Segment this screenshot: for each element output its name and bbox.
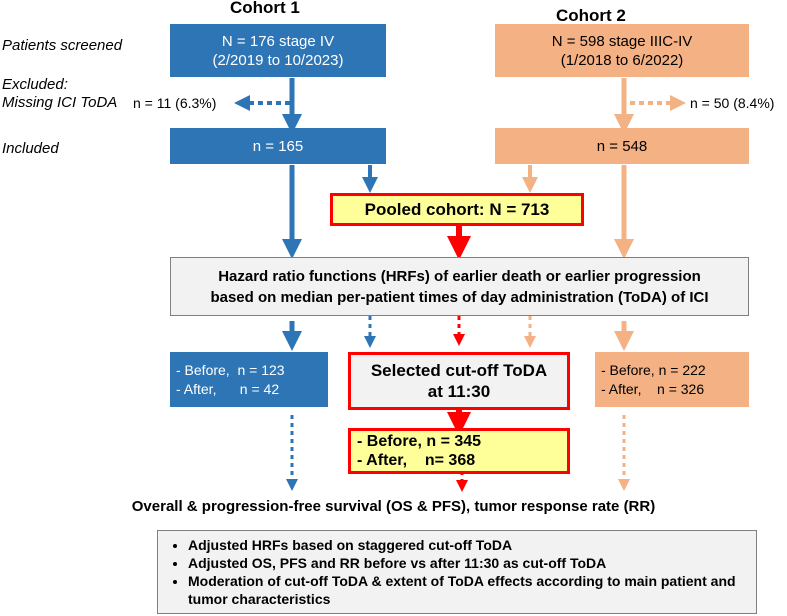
cohort2-after: - After, n = 326	[601, 380, 705, 397]
cutoff-line2: at 11:30	[427, 382, 491, 401]
hrf-box: Hazard ratio functions (HRFs) of earlier…	[170, 257, 749, 316]
cohort2-header: Cohort 2	[556, 6, 626, 25]
analyses-box: Adjusted HRFs based on staggered cut-off…	[157, 530, 757, 614]
cohort2-included-box: n = 548	[495, 128, 749, 164]
cohort1-included-box: n = 165	[170, 128, 386, 164]
included-label: Included	[2, 140, 59, 157]
cohort2-screened-line1: N = 598 stage IIIC-IV	[551, 32, 693, 50]
cohort1-included-count: n = 165	[252, 137, 304, 155]
cohort1-header: Cohort 1	[230, 0, 300, 17]
cohort2-screened-box: N = 598 stage IIIC-IV (1/2018 to 6/2022)	[495, 24, 749, 77]
hrf-line1: Hazard ratio functions (HRFs) of earlier…	[218, 267, 701, 285]
cohort1-excluded-count: n = 11 (6.3%)	[133, 95, 217, 111]
cohort1-before: - Before, n = 123	[176, 361, 285, 378]
cohort1-after: - After, n = 42	[176, 380, 280, 397]
cohort2-excluded-count: n = 50 (8.4%)	[690, 95, 775, 111]
pooled-split-box: - Before, n = 345 - After, n= 368	[348, 428, 570, 474]
cohort2-before: - Before, n = 222	[601, 361, 706, 378]
cutoff-box: Selected cut-off ToDA at 11:30	[348, 352, 570, 410]
analysis-item: Moderation of cut-off ToDA & extent of T…	[188, 572, 748, 608]
analyses-list: Adjusted HRFs based on staggered cut-off…	[166, 536, 748, 608]
analysis-item: Adjusted OS, PFS and RR before vs after …	[188, 554, 748, 572]
outcomes-text: Overall & progression-free survival (OS …	[131, 498, 656, 515]
hrf-line2: based on median per-patient times of day…	[210, 288, 709, 306]
cohort1-screened-line2: (2/2019 to 10/2023)	[212, 51, 344, 69]
analysis-item: Adjusted HRFs based on staggered cut-off…	[188, 536, 748, 554]
pooled-cohort-box: Pooled cohort: N = 713	[330, 193, 584, 226]
cohort1-screened-box: N = 176 stage IV (2/2019 to 10/2023)	[170, 24, 386, 77]
excluded-label: Excluded:	[2, 76, 68, 93]
cohort1-split-box: - Before, n = 123 - After, n = 42	[170, 352, 328, 407]
pooled-after: - After, n= 368	[357, 452, 476, 469]
pooled-cohort-text: Pooled cohort: N = 713	[364, 199, 550, 219]
cutoff-line1: Selected cut-off ToDA	[370, 361, 548, 380]
cohort2-screened-line2: (1/2018 to 6/2022)	[560, 51, 684, 69]
cohort2-split-box: - Before, n = 222 - After, n = 326	[595, 352, 749, 407]
missing-ici-label: Missing ICI ToDA	[2, 94, 118, 111]
cohort1-screened-line1: N = 176 stage IV	[221, 32, 335, 50]
patients-screened-label: Patients screened	[2, 37, 123, 54]
pooled-before: - Before, n = 345	[357, 433, 482, 450]
cohort2-included-count: n = 548	[596, 137, 648, 155]
